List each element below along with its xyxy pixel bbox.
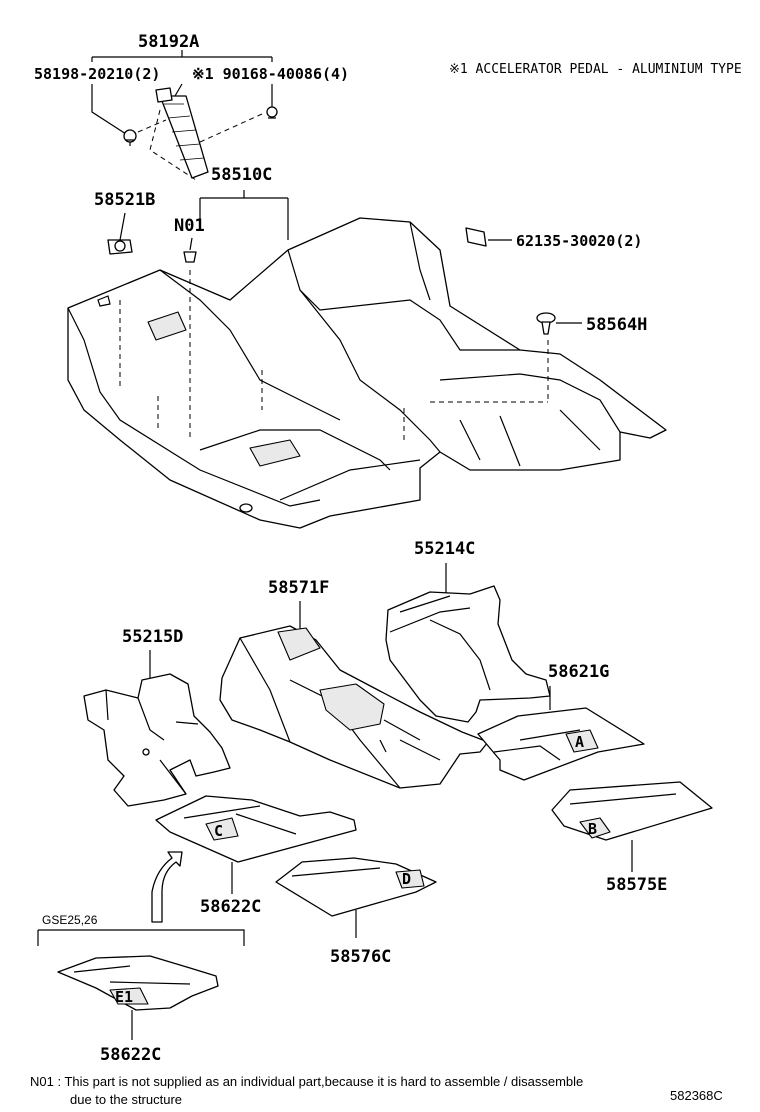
variant-bracket <box>37 929 245 946</box>
screw-90168-40086[interactable] <box>266 106 278 119</box>
callout-58622C-top[interactable]: 58622C <box>200 897 261 917</box>
accelerator-pedal-pad[interactable] <box>155 87 209 179</box>
floor-mat-58575E[interactable]: B <box>551 781 713 841</box>
grommet-58521B[interactable] <box>107 239 133 255</box>
floor-mat-58622C-variant[interactable]: E1 <box>57 955 219 1011</box>
mat-letter-e1: E1 <box>115 988 133 1006</box>
callout-58622C-bottom[interactable]: 58622C <box>100 1045 161 1065</box>
callout-90168-40086[interactable]: ※1 90168-40086(4) <box>192 65 349 83</box>
bracket-58192A <box>91 50 273 62</box>
floor-mat-58576C[interactable]: D <box>275 857 437 917</box>
footnote-line2: due to the structure <box>70 1092 182 1107</box>
callout-58571F[interactable]: 58571F <box>268 578 329 598</box>
mat-letter-c: C <box>214 822 223 840</box>
dashed-assembly-lines <box>137 109 263 181</box>
callout-58521B[interactable]: 58521B <box>94 190 155 210</box>
floor-carpet-58510C[interactable] <box>67 217 667 529</box>
clip-62135-30020[interactable] <box>465 227 487 247</box>
mat-letter-a: A <box>575 733 584 751</box>
clip-58198-20210[interactable] <box>123 129 137 146</box>
footnote-line1: N01 : This part is not supplied as an in… <box>30 1074 583 1089</box>
silencer-55215D[interactable] <box>83 673 231 807</box>
mat-letter-d: D <box>402 870 411 888</box>
callout-62135-30020[interactable]: 62135-30020(2) <box>516 232 642 250</box>
callout-58621G[interactable]: 58621G <box>548 662 609 682</box>
header-note: ※1 ACCELERATOR PEDAL - ALUMINIUM TYPE <box>449 62 742 77</box>
silencer-58571F[interactable] <box>219 625 489 789</box>
leader-58521B <box>119 212 126 241</box>
callout-58564H[interactable]: 58564H <box>586 315 647 335</box>
variant-arrow-icon <box>151 851 183 923</box>
clip-N01[interactable] <box>183 251 197 263</box>
leaders-58192A <box>91 83 273 135</box>
floor-mat-58622C-top[interactable]: C <box>155 795 357 863</box>
callout-58510C[interactable]: 58510C <box>211 165 272 185</box>
callout-58192A[interactable]: 58192A <box>138 32 199 52</box>
mat-letter-b: B <box>588 820 597 838</box>
clip-58564H[interactable] <box>536 312 556 335</box>
diagram-id: 582368C <box>670 1088 723 1103</box>
variant-label: GSE25,26 <box>42 913 98 927</box>
callout-N01[interactable]: N01 <box>174 216 205 236</box>
callout-58576C[interactable]: 58576C <box>330 947 391 967</box>
callout-58198-20210[interactable]: 58198-20210(2) <box>34 65 160 83</box>
silencer-55214C[interactable] <box>385 585 551 723</box>
callout-58575E[interactable]: 58575E <box>606 875 667 895</box>
callout-55215D[interactable]: 55215D <box>122 627 183 647</box>
leader-N01 <box>189 237 193 251</box>
bracket-58510C <box>199 190 289 240</box>
floor-mat-58621G[interactable]: A <box>477 707 645 781</box>
callout-55214C[interactable]: 55214C <box>414 539 475 559</box>
